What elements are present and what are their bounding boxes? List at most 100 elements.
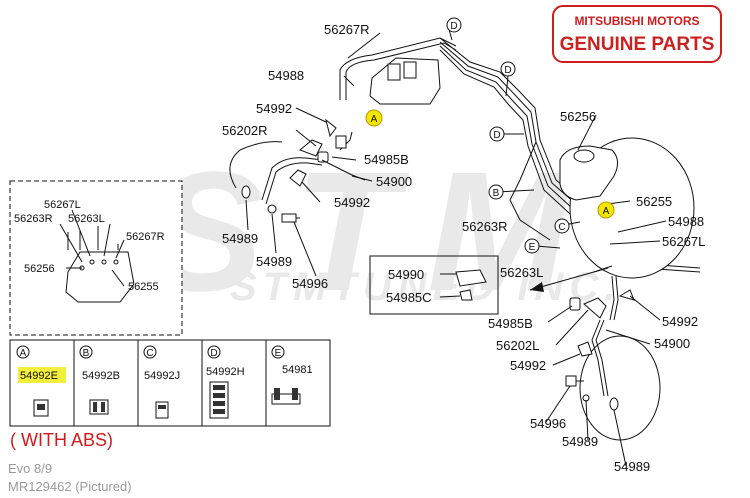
master-cylinder (559, 137, 695, 279)
clip-shape-detail (93, 402, 97, 412)
label-54985c: 54985C (386, 290, 432, 305)
leader-lines (245, 25, 667, 467)
callout-a (365, 109, 383, 127)
label-54989: 54989 (256, 254, 292, 269)
bolt-head (565, 375, 577, 387)
inset-label-56263r: 56263R (14, 213, 53, 225)
clip-shape-detail (213, 385, 225, 390)
part-labels: 56267R 54988 54992 56202R 54985B 54900 5… (222, 22, 705, 474)
left-hose-assembly (229, 118, 366, 223)
callout-a (597, 201, 615, 219)
label-56256: 56256 (560, 109, 596, 124)
footer-model: Evo 8/9 (8, 461, 52, 476)
label-56202l: 56202L (496, 338, 539, 353)
hose-clip (577, 341, 593, 357)
callout-e-text: E (529, 242, 536, 253)
clip-letter: A (20, 348, 27, 359)
callout-d (446, 17, 462, 33)
label-54900: 54900 (654, 336, 690, 351)
inset-abs-body (65, 251, 135, 303)
label-54990: 54990 (388, 267, 424, 282)
callout-d (500, 61, 516, 77)
clip-shape-detail (213, 409, 225, 414)
clip-letter-circle (143, 345, 157, 359)
label-56263r: 56263R (462, 219, 508, 234)
abs-unit-top (339, 37, 457, 105)
callout-d-text: D (450, 21, 457, 32)
callout-a-text: A (603, 206, 610, 217)
inset-port (113, 259, 119, 265)
washer (267, 204, 277, 214)
clip-highlight (18, 367, 66, 383)
callout-e (524, 238, 540, 254)
clip-shape (155, 401, 169, 419)
clip (325, 118, 337, 138)
clip-table: A 54992E B 54992B C 54992J D 54992H E 54… (9, 339, 331, 427)
clip-letter: C (146, 348, 153, 359)
label-54996: 54996 (530, 416, 566, 431)
union-bolt (569, 297, 581, 311)
label-56255: 56255 (636, 194, 672, 209)
label-54992: 54992 (256, 101, 292, 116)
bracket (299, 139, 323, 157)
brake-disc (579, 335, 661, 441)
label-54985b: 54985B (364, 152, 409, 167)
clip-part-number: 54992B (82, 370, 120, 382)
clip-letter: B (83, 348, 90, 359)
washer (241, 185, 251, 199)
label-54989: 54989 (614, 459, 650, 474)
clip-shape-detail (292, 388, 298, 400)
clip-part-number: 54981 (282, 364, 313, 376)
callout-b (488, 184, 504, 200)
reservoir-cap (573, 149, 595, 163)
label-54989: 54989 (562, 434, 598, 449)
detail-box (369, 255, 499, 315)
inset-label-56267r: 56267R (126, 231, 165, 243)
inset-port (101, 259, 107, 265)
callout-d-text: D (493, 130, 500, 141)
clip-shape (89, 399, 109, 415)
label-54989: 54989 (222, 231, 258, 246)
inset-port (89, 259, 95, 265)
abs-inset: 56267L 56263R 56263L 56267R 56256 56255 (9, 180, 183, 336)
label-54992: 54992 (510, 358, 546, 373)
inset-label-56255: 56255 (128, 281, 159, 293)
clip-letter-circle (207, 345, 221, 359)
clip-shape (271, 393, 301, 405)
clip-shape-detail (101, 402, 105, 412)
clip-shape-detail (37, 404, 45, 410)
clip-letter: D (210, 348, 217, 359)
label-54992: 54992 (334, 195, 370, 210)
union-bolt (317, 151, 329, 163)
footer-part-number: MR129462 (Pictured) (8, 479, 132, 494)
clip-shape-detail (274, 388, 280, 400)
clip (618, 289, 635, 301)
with-abs-note: ( WITH ABS) (10, 430, 113, 450)
detail-box-border (369, 255, 499, 315)
clamp-part (455, 269, 487, 287)
callout-c (554, 218, 570, 234)
clip-letter-circle (271, 345, 285, 359)
watermark-word: STM (150, 137, 599, 327)
watermark: STM STMTUNED INC. (150, 137, 615, 327)
inset-label-56267l: 56267L (44, 199, 81, 211)
callout-b-text: B (493, 188, 500, 199)
clip-letter-circle (79, 345, 93, 359)
label-54900: 54900 (376, 174, 412, 189)
abs-valve (403, 61, 417, 79)
abs-valve (387, 63, 401, 81)
label-54992: 54992 (662, 314, 698, 329)
badge-line-1: MITSUBISHI MOTORS (574, 14, 699, 28)
badge-border (552, 5, 722, 63)
reservoir (559, 145, 618, 201)
label-54988: 54988 (268, 68, 304, 83)
clip-part-number: 54992H (206, 366, 245, 378)
label-56267r: 56267R (324, 22, 370, 37)
genuine-parts-badge: MITSUBISHI MOTORS GENUINE PARTS (552, 5, 722, 63)
clip-shape-detail (158, 405, 166, 409)
clip-shape-detail (213, 393, 225, 398)
bolt-head (281, 213, 297, 223)
callout-circles: D D D B C E A A (365, 17, 615, 254)
bracket (583, 297, 607, 319)
